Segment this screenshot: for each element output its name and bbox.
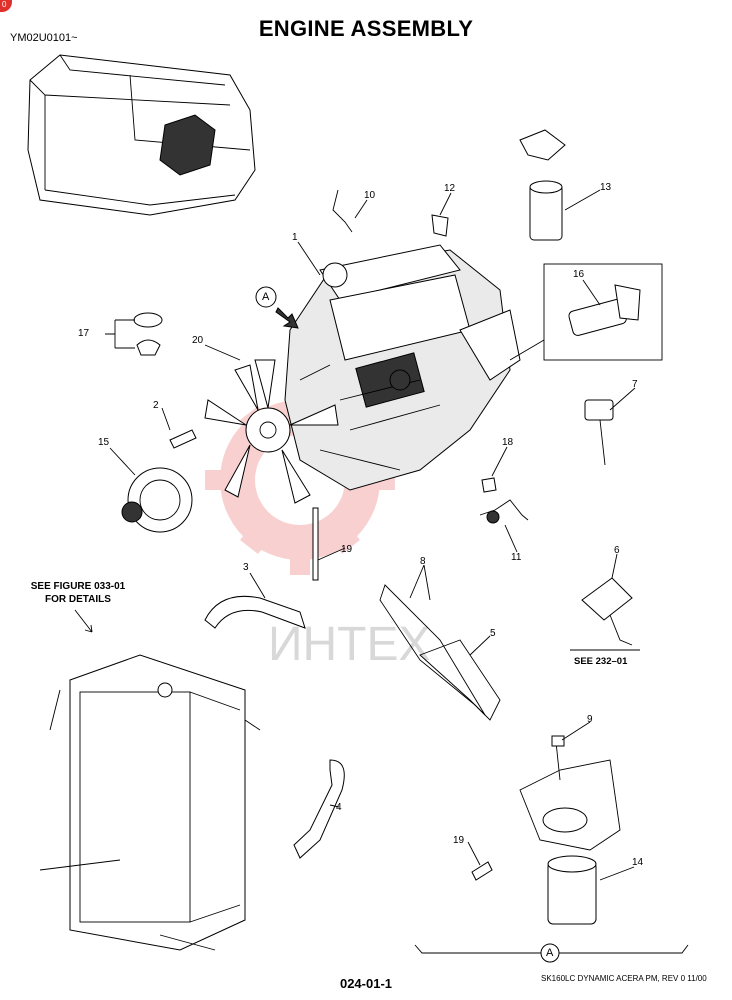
dipstick [312,507,319,581]
starter-box [543,263,663,361]
starter-16 [568,284,641,336]
controller-6 [581,577,633,646]
callout-12: 12 [444,183,456,194]
callout-1: 1 [292,232,298,243]
callout-20: 20 [192,335,204,346]
harness-plug-11 [486,510,500,524]
filter-14 [547,855,597,925]
see-figure-line-1: SEE FIGURE 033-01 [30,581,126,592]
gasket-12 [431,214,449,237]
starter-leader [509,339,545,361]
callout-3: 3 [243,562,249,573]
relay-7 [584,399,614,466]
view-a-circle-bottom [540,943,560,963]
footer-note: SK160LC DYNAMIC ACERA PM, REV 0 11/00 [541,974,707,983]
view-a-label-bottom: A [546,947,554,959]
thermostat-17 [133,312,163,356]
view-a-circle-top [255,286,277,308]
engine-main [284,244,521,491]
model-code: YM02U0101~ [10,32,78,44]
see-232-note: SEE 232–01 [574,656,628,667]
callout-18: 18 [502,437,514,448]
callout-15: 15 [98,437,110,448]
callout-19-lower: 19 [453,835,465,846]
sensor-2 [169,429,197,449]
callout-8: 8 [420,556,426,567]
belts [379,584,501,721]
filter-13 [519,129,566,241]
callout-7: 7 [632,379,638,390]
callout-5: 5 [490,628,496,639]
view-arrow [275,307,299,329]
callout-11: 11 [511,552,522,563]
see-figure-note: SEE FIGURE 033-01 FOR DETAILS [18,580,138,606]
callout-16: 16 [573,269,585,280]
pipe-10 [332,189,353,233]
radiator [39,654,261,951]
hose-3 [204,595,306,629]
callout-2: 2 [153,400,159,411]
sensor-18 [481,477,497,493]
hose-4 [293,759,345,859]
page-title: ENGINE ASSEMBLY [258,16,474,41]
see-figure-line-2: FOR DETAILS [45,594,111,605]
alternator-15 [121,467,193,533]
view-a-label-top: A [262,291,270,303]
sensor-19-lower [471,861,493,881]
see-figure-arrow [74,609,93,633]
page-number: 024-01-1 [339,976,393,991]
callout-4: 4 [336,802,342,813]
leader-lines [105,189,636,881]
callout-14: 14 [632,857,644,868]
callout-17: 17 [78,328,90,339]
callout-9: 9 [587,714,593,725]
fan [204,359,339,504]
callout-6: 6 [614,545,620,556]
callout-10: 10 [364,190,376,201]
corner-badge: 0 [0,0,12,12]
callout-19-dipstick: 19 [341,544,353,555]
watermark-text: ИНТЕХ [268,618,431,671]
detail-view-a [519,735,621,851]
callout-13: 13 [600,182,612,193]
machine-thumbnail [27,54,256,216]
